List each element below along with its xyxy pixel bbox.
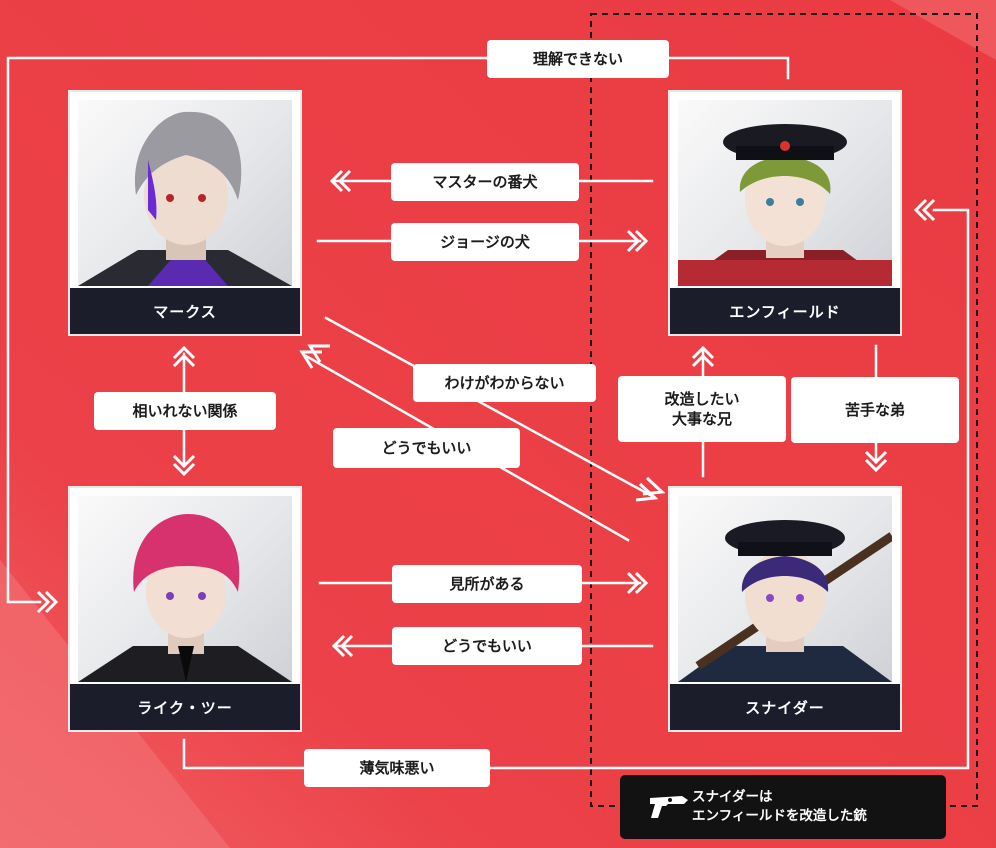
label-dont-get-it: わけがわからない	[413, 364, 596, 402]
arrow-head	[642, 476, 666, 496]
name-like-two: ライク・ツー	[70, 684, 300, 730]
label-bad-at-brother: 苦手な弟	[791, 377, 959, 443]
arrow-head	[307, 344, 330, 363]
arrow-head	[635, 482, 659, 502]
character-portrait-icon	[678, 124, 892, 286]
arrow-head	[172, 462, 196, 477]
note-line-2: エンフィールドを改造した銃	[692, 808, 867, 824]
portrait-snider	[678, 496, 892, 682]
label-promising: 見所がある	[392, 565, 582, 603]
portrait-marx	[78, 100, 292, 286]
arrow-head	[691, 353, 715, 368]
arrow-head	[339, 634, 354, 658]
line-cannot-understand	[6, 56, 790, 604]
arrow-head	[634, 229, 649, 253]
card-like-two: ライク・ツー	[68, 486, 302, 732]
name-marx: マークス	[70, 288, 300, 334]
label-want-to-modify: 改造したい 大事な兄	[618, 376, 786, 442]
name-snider: スナイダー	[670, 684, 900, 730]
arrow-head	[337, 169, 352, 193]
arrow-head	[331, 634, 346, 658]
note-line-1: スナイダーは	[692, 789, 773, 806]
arrow-head	[172, 345, 196, 360]
line-creepy	[182, 208, 970, 770]
label-incompatible: 相いれない関係	[94, 392, 276, 430]
card-snider: スナイダー	[668, 486, 902, 732]
arrow-head	[864, 450, 888, 465]
arrow-head	[626, 571, 641, 595]
card-marx: マークス	[68, 90, 302, 336]
label-creepy: 薄気味悪い	[304, 749, 490, 787]
character-portrait-icon	[78, 514, 292, 682]
arrow-head	[913, 198, 928, 222]
label-cannot-understand: 理解できない	[487, 40, 669, 78]
arrow-head	[172, 454, 196, 469]
line-dont-get-it	[324, 316, 654, 498]
arrow-head	[691, 345, 715, 360]
arrow-head	[329, 169, 344, 193]
character-portrait-icon	[678, 520, 892, 682]
arrow-head	[626, 229, 641, 253]
note-box: スナイダーは エンフィールドを改造した銃	[620, 775, 946, 839]
dashed-group-frame	[590, 13, 978, 807]
arrow-head	[921, 198, 936, 222]
card-enfield: エンフィールド	[668, 90, 902, 336]
label-dont-care-marx: どうでもいい	[333, 428, 520, 468]
arrow-head	[172, 353, 196, 368]
arrow-head	[634, 571, 649, 595]
name-enfield: エンフィールド	[670, 288, 900, 334]
arrow-head	[864, 458, 888, 473]
label-georges-dog: ジョージの犬	[391, 223, 579, 261]
label-dont-care-like: どうでもいい	[392, 627, 582, 665]
label-masters-dog: マスターの番犬	[391, 163, 579, 201]
arrow-head	[44, 590, 59, 614]
pistol-icon	[650, 796, 688, 818]
portrait-like-two	[78, 496, 292, 682]
arrow-head	[36, 590, 51, 614]
portrait-enfield	[678, 100, 892, 286]
character-portrait-icon	[78, 111, 292, 286]
